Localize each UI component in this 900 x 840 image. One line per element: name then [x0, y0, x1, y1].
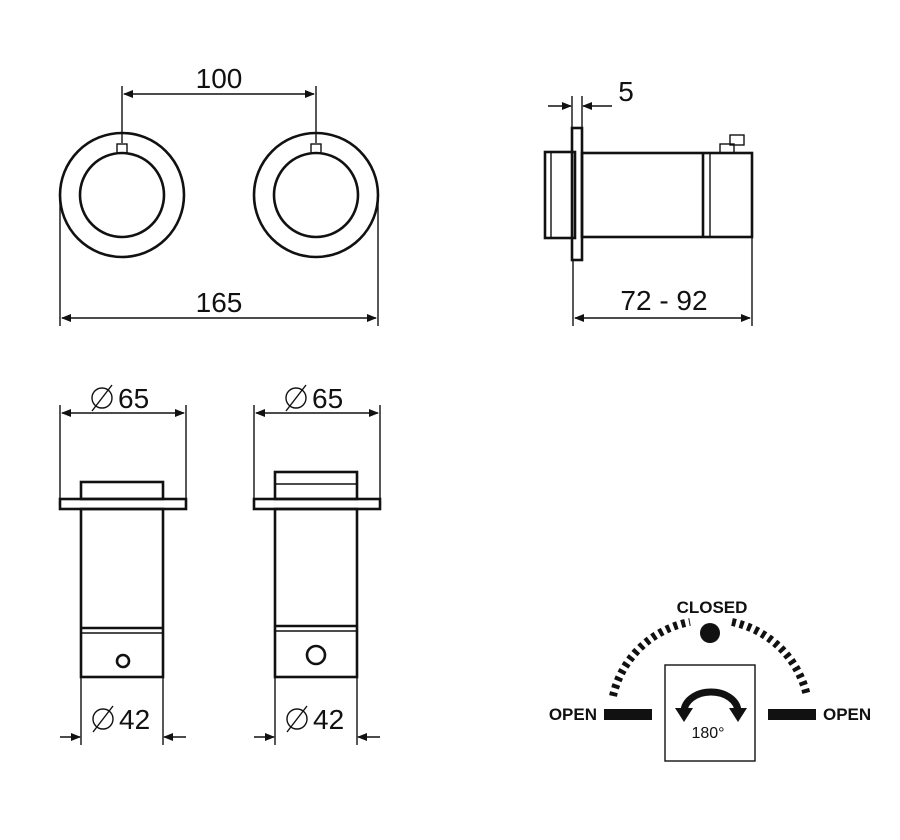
diameter-symbol-icon	[286, 708, 308, 730]
dimension-left-top-diameter: 65	[59, 383, 187, 500]
front-view: 100 165	[58, 63, 380, 326]
open-right-label: OPEN	[823, 705, 871, 724]
dim-label-left-65: 65	[118, 383, 149, 414]
diameter-symbol-icon	[285, 387, 307, 409]
side-body	[580, 151, 754, 239]
dimension-center-distance: 100	[121, 63, 317, 143]
side-view: 5 72 - 92	[543, 76, 754, 326]
dimension-depth-range: 72 - 92	[572, 237, 753, 326]
rotation-arc-left	[609, 618, 691, 697]
side-cap	[543, 150, 577, 240]
dim-label-right-42: 42	[313, 704, 344, 735]
rotation-legend: CLOSED OPEN OPEN 180°	[549, 598, 871, 762]
rotation-angle-label: 180°	[691, 725, 724, 742]
open-left-bar	[604, 709, 652, 720]
dim-label-72-92: 72 - 92	[620, 285, 707, 316]
dimension-overall-width: 165	[59, 195, 379, 326]
rotation-box	[664, 664, 756, 762]
dim-label-165: 165	[196, 287, 243, 318]
rotation-arrow-icon	[675, 688, 747, 722]
diameter-symbol-icon	[92, 708, 114, 730]
diameter-symbol-icon	[91, 387, 113, 409]
dim-label-5: 5	[618, 76, 634, 107]
dimension-right-top-diameter: 65	[253, 383, 381, 500]
dim-label-100: 100	[196, 63, 243, 94]
open-left-label: OPEN	[549, 705, 597, 724]
left-knob	[58, 131, 186, 259]
dim-label-right-65: 65	[312, 383, 343, 414]
closed-indicator-icon	[700, 623, 720, 643]
right-knob	[252, 131, 380, 259]
open-right-bar	[768, 709, 816, 720]
dimension-flange-thickness: 5	[548, 76, 634, 127]
closed-label: CLOSED	[677, 598, 748, 617]
side-flange	[570, 126, 584, 262]
dim-label-left-42: 42	[119, 704, 150, 735]
dimension-left-bottom-diameter: 42	[60, 677, 186, 745]
bottom-view-left: 65 42	[58, 383, 188, 745]
bottom-view-right: 65 42	[252, 383, 382, 745]
rotation-arc-right	[731, 618, 811, 697]
dimension-right-bottom-diameter: 42	[254, 677, 380, 745]
